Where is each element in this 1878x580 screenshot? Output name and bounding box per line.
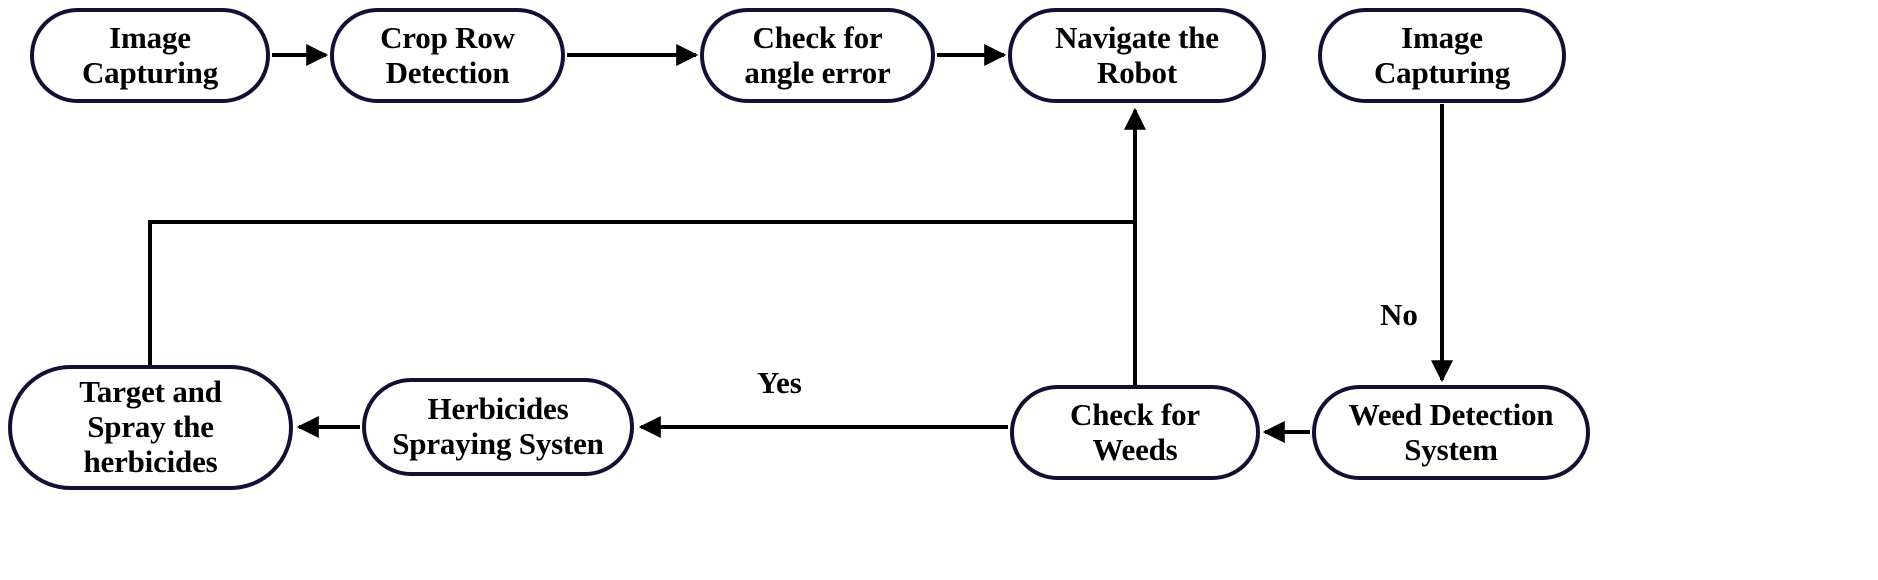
edge-label-no: No bbox=[1380, 297, 1418, 332]
node-label: Image Capturing bbox=[81, 19, 218, 90]
edge-label-yes: Yes bbox=[757, 365, 802, 400]
node-label: Image Capturing bbox=[1373, 19, 1510, 90]
node-weed-detection-system[interactable]: Weed Detection System bbox=[1312, 385, 1590, 480]
node-crop-row-detection[interactable]: Crop Row Detection bbox=[330, 8, 565, 103]
node-label: Check for angle error bbox=[744, 19, 891, 90]
node-label: Herbicides Spraying Systen bbox=[392, 391, 604, 461]
connector-feedback-loop-to-target-spray bbox=[148, 220, 1135, 366]
node-image-capturing-right[interactable]: Image Capturing bbox=[1318, 8, 1566, 103]
node-image-capturing-left[interactable]: Image Capturing bbox=[30, 8, 270, 103]
node-check-for-weeds[interactable]: Check for Weeds bbox=[1010, 385, 1260, 480]
node-herbicides-spraying-system[interactable]: Herbicides Spraying Systen bbox=[362, 378, 634, 476]
node-label: Crop Row Detection bbox=[380, 19, 515, 90]
node-navigate-robot[interactable]: Navigate the Robot bbox=[1008, 8, 1266, 103]
node-target-spray-herbicides[interactable]: Target and Spray the herbicides bbox=[8, 365, 293, 490]
node-label: Navigate the Robot bbox=[1055, 19, 1219, 90]
node-label: Check for Weeds bbox=[1070, 396, 1200, 467]
node-check-angle-error[interactable]: Check for angle error bbox=[700, 8, 935, 103]
node-label: Weed Detection System bbox=[1348, 396, 1554, 467]
node-label: Target and Spray the herbicides bbox=[79, 374, 222, 479]
